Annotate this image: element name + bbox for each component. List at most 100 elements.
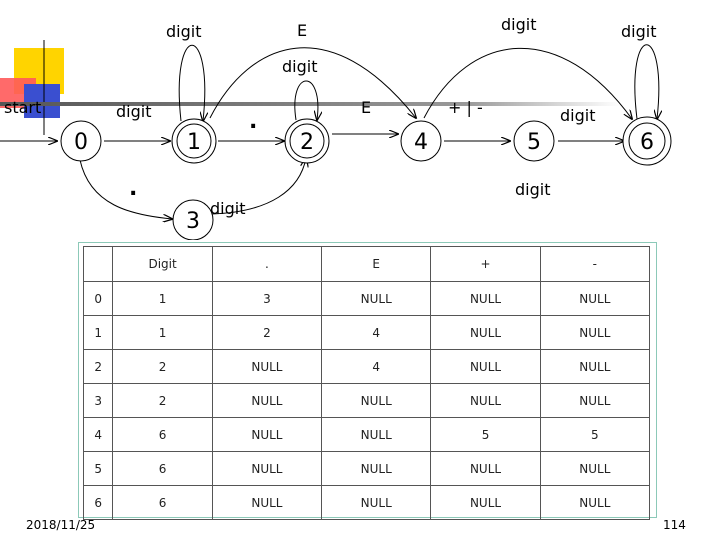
state-labels: 0 1 2 3 4 5 6: [74, 130, 654, 234]
table-cell: 6: [112, 451, 213, 486]
table-cell: NULL: [211, 485, 323, 520]
table-cell: 4: [82, 417, 114, 452]
label-1-to-2: .: [249, 109, 257, 134]
state-0: [60, 120, 102, 162]
edge-1-4: [209, 47, 416, 118]
header-cell: +: [430, 246, 541, 282]
page-number: 114: [663, 518, 686, 532]
state-1-inner: [176, 123, 212, 159]
edge-4-6: [423, 47, 632, 119]
table-cell: 4: [321, 315, 432, 350]
table-cell: NULL: [539, 349, 651, 384]
table-cell: NULL: [321, 451, 432, 486]
loop-2: [294, 80, 318, 120]
table-cell: NULL: [321, 417, 432, 452]
state-3: [172, 199, 214, 240]
state-label-6: 6: [640, 130, 654, 155]
table-header-row: Digit . E + -: [82, 246, 651, 282]
table-cell: 2: [112, 383, 213, 418]
label-loop-1: digit: [166, 22, 201, 41]
table-cell: 2: [112, 349, 213, 384]
state-5: [513, 120, 555, 162]
edge-3-2: [211, 158, 306, 215]
table-cell: 3: [82, 383, 114, 418]
table-cell: NULL: [539, 281, 651, 316]
table-cell: NULL: [321, 281, 432, 316]
state-4: [400, 120, 442, 162]
table-cell: 5: [539, 417, 651, 452]
label-start-to-1: digit: [116, 102, 151, 121]
edge-labels: start digit digit . digit E E + | - digi…: [4, 15, 656, 218]
table-cell: 1: [112, 281, 213, 316]
loop-6: [634, 44, 659, 119]
table-cell: NULL: [430, 315, 541, 350]
header-cell: [82, 246, 114, 282]
table-cell: 1: [112, 315, 213, 350]
label-3-to-2: digit: [210, 199, 245, 218]
table-cell: NULL: [430, 349, 541, 384]
label-5-to-6: digit: [560, 106, 595, 125]
state-label-5: 5: [527, 130, 541, 155]
table-cell: NULL: [321, 383, 432, 418]
table-cell: 6: [112, 417, 213, 452]
table-cell: NULL: [211, 451, 323, 486]
table-cell: 6: [112, 485, 213, 520]
table-cell: NULL: [321, 485, 432, 520]
header-cell: .: [211, 246, 323, 282]
table-cell: 3: [211, 281, 323, 316]
diagram-states: [60, 116, 672, 240]
table-cell: NULL: [430, 485, 541, 520]
table-cell: NULL: [211, 383, 323, 418]
slide-date: 2018/11/25: [26, 518, 96, 532]
table-cell: 5: [82, 451, 114, 486]
table-cell: 1: [82, 315, 114, 350]
start-label: start: [4, 98, 41, 117]
table-cell: 2: [211, 315, 323, 350]
label-loop-2: digit: [282, 57, 317, 76]
table-cell: NULL: [539, 451, 651, 486]
table-cell: 2: [82, 349, 114, 384]
table-cell: NULL: [539, 315, 651, 350]
table-cell: NULL: [430, 383, 541, 418]
label-2-to-4: E: [361, 98, 371, 117]
diagram-edges: [0, 44, 659, 219]
table-cell: NULL: [430, 281, 541, 316]
table-cell: 6: [82, 485, 114, 520]
label-1-to-4: E: [297, 21, 307, 40]
table-cell: NULL: [211, 349, 323, 384]
state-6-inner: [628, 122, 666, 160]
loop-1: [178, 44, 205, 121]
header-cell: -: [539, 246, 651, 282]
state-label-0: 0: [74, 130, 88, 155]
table-cell: NULL: [539, 485, 651, 520]
table-cell: NULL: [430, 451, 541, 486]
label-4-to-6: digit: [501, 15, 536, 34]
label-loop-6: digit: [621, 22, 656, 41]
label-0-to-3: .: [129, 176, 137, 201]
state-label-3: 3: [186, 209, 200, 234]
label-5-below: digit: [515, 180, 550, 199]
header-cell: Digit: [112, 246, 213, 282]
label-4-to-5: + | -: [448, 98, 483, 117]
table-cell: 5: [430, 417, 541, 452]
header-cell: E: [321, 246, 432, 282]
table-cell: 4: [321, 349, 432, 384]
state-transition-diagram: 0 1 2 3 4 5 6 start digit digit . digit …: [0, 15, 672, 240]
state-label-4: 4: [414, 130, 428, 155]
edge-0-3: [79, 159, 172, 219]
decorative-squares: [0, 40, 620, 135]
state-2-inner: [289, 123, 325, 159]
state-label-2: 2: [300, 130, 314, 155]
table-cell: NULL: [539, 383, 651, 418]
table-cell: NULL: [211, 417, 323, 452]
table-cell: 0: [82, 281, 114, 316]
